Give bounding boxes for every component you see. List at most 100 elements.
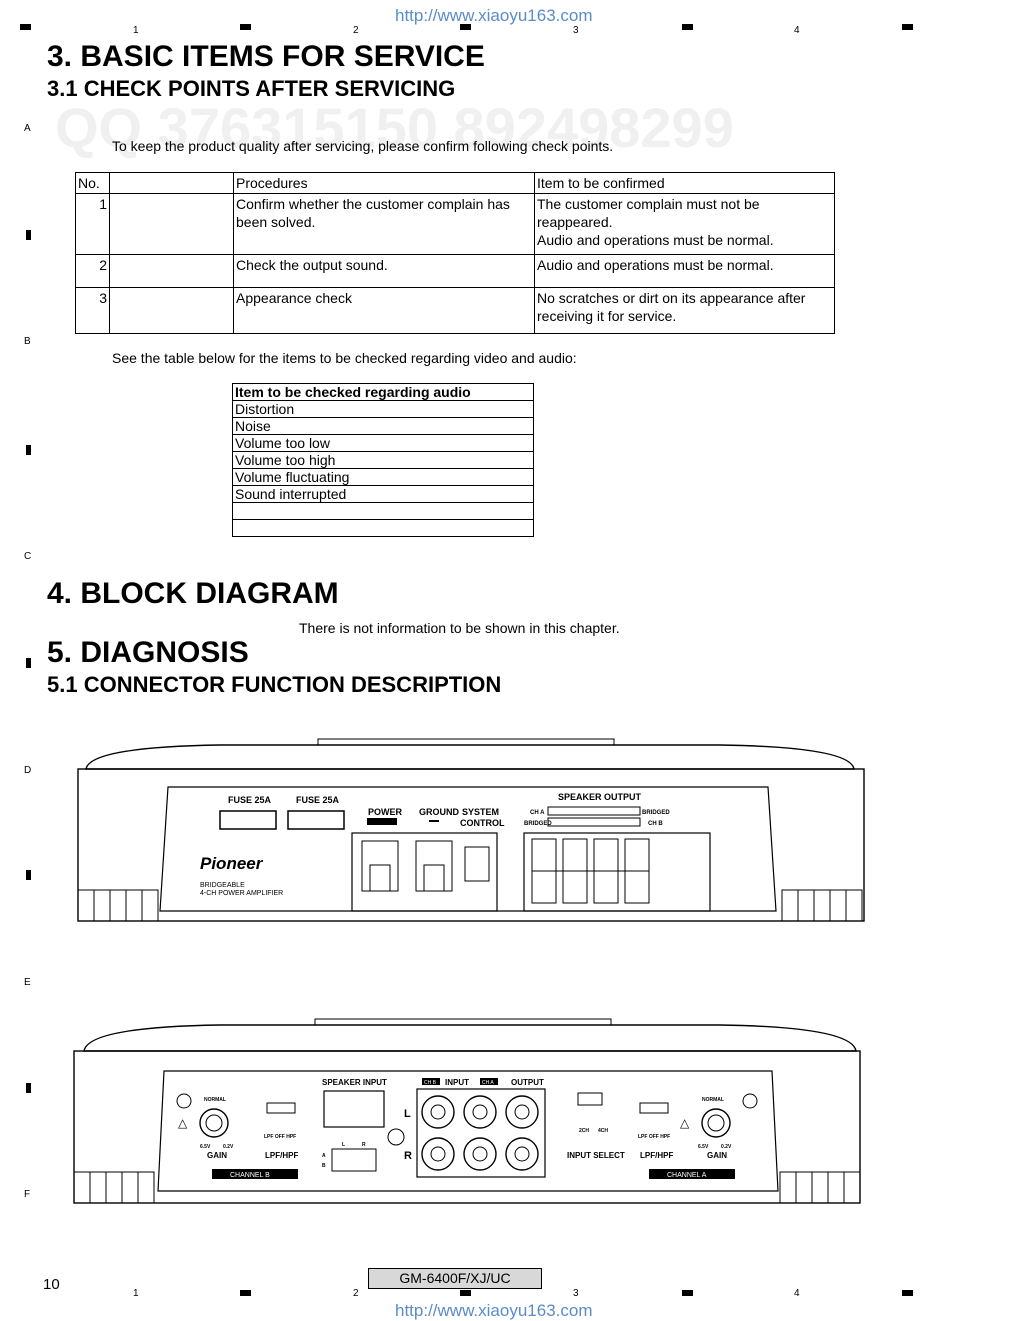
amp-foot-left (73, 1171, 155, 1204)
section-5-1-title: 5.1 CONNECTOR FUNCTION DESCRIPTION (47, 672, 502, 697)
ruler-col-1: 1 (133, 1288, 139, 1299)
corner-mark (902, 24, 913, 30)
speaker-input-connector (323, 1090, 385, 1128)
ch-b-tag (422, 1078, 440, 1085)
system-control-terminal (464, 846, 490, 882)
cha-label: CH A (530, 810, 545, 816)
b-small-label: B (322, 1163, 326, 1169)
channel-b-badge (212, 1169, 298, 1179)
two-ch-label: 2CH (579, 1128, 589, 1134)
power-label: POWER (368, 807, 403, 817)
power-terminal (361, 840, 399, 892)
l-channel-label: L (404, 1108, 411, 1120)
lpf-hpf-label-b: LPF/HPF (265, 1151, 298, 1160)
row-blank (109, 287, 234, 334)
polarity-strip-bottom (547, 817, 641, 827)
four-ch-label: 4CH (598, 1128, 608, 1134)
list-item (232, 519, 534, 537)
ruler-mark (682, 1290, 693, 1296)
output-label: OUTPUT (511, 1078, 544, 1087)
amp-foot-right (779, 1171, 861, 1204)
polarity-strip-top (547, 806, 641, 816)
list-item: Volume too low (232, 434, 534, 452)
a-small-label: A (322, 1153, 326, 1159)
power-plus-icon (367, 818, 397, 825)
ch-a-tag-label: CH A (482, 1080, 494, 1086)
row-confirm: No scratches or dirt on its appearance a… (534, 287, 835, 334)
lpf-hpf-label-a: LPF/HPF (640, 1151, 673, 1160)
normal-label-b: NORMAL (204, 1097, 226, 1103)
system-label: SYSTEM (462, 807, 499, 817)
pioneer-logo: Pioneer (200, 854, 264, 873)
table-row: 2 Check the output sound. Audio and oper… (75, 254, 835, 288)
amp-top-lid (314, 1018, 612, 1026)
model-number-box: GM-6400F/XJ/UC (368, 1268, 542, 1289)
amp-body (77, 768, 865, 922)
r-channel-label: R (404, 1150, 412, 1162)
list-item: Distortion (232, 400, 534, 418)
ruler-mark (26, 230, 31, 240)
screw-icon (176, 1093, 192, 1109)
amp-rear-view: NORMAL 6.5V 0.2V GAIN △ LPF OFF HPF LPF/… (73, 1018, 861, 1204)
speaker-output-label: SPEAKER OUTPUT (558, 792, 642, 802)
table-row: 3 Appearance check No scratches or dirt … (75, 287, 835, 334)
watermark-qq: QQ 376315150 892498299 (55, 96, 734, 159)
v1-label-b: 6.5V (200, 1144, 211, 1150)
ruler-mark (682, 24, 693, 30)
r-small-label: R (362, 1142, 366, 1148)
channel-b-label: CHANNEL B (230, 1172, 270, 1179)
bridged-label-left: BRIDGED (524, 821, 552, 827)
lpf-hpf-switch-b (266, 1102, 296, 1114)
header-item-confirmed: Item to be confirmed (534, 172, 835, 194)
ruler-mark (240, 1290, 251, 1296)
list-item: Volume too high (232, 451, 534, 469)
corner-mark (902, 1290, 913, 1296)
ground-label: GROUND (419, 807, 459, 817)
amp-top-edge (85, 744, 855, 770)
ruler-col-2: 2 (353, 1288, 359, 1299)
ruler-mark (460, 1290, 471, 1296)
gain-knob-a (701, 1108, 731, 1138)
chb-label: CH B (648, 821, 663, 827)
fuse-label-2: FUSE 25A (296, 795, 340, 805)
confirm-line: The customer complain must not be reappe… (537, 196, 760, 230)
amp-front-panel (159, 786, 777, 912)
warning-triangle-icon: △ (680, 1116, 690, 1130)
row-procedure: Appearance check (233, 287, 535, 334)
ruler-col-3: 3 (573, 1288, 579, 1299)
ground-terminal (415, 840, 453, 892)
ruler-mark (26, 445, 31, 455)
ruler-row-f: F (24, 1189, 31, 1200)
row-no: 3 (75, 287, 110, 334)
ruler-mark (460, 24, 471, 30)
audio-table-header: Item to be checked regarding audio (232, 383, 534, 401)
see-below-text: See the table below for the items to be … (112, 350, 577, 366)
corner-mark (20, 24, 31, 30)
ruler-col-3: 3 (573, 25, 579, 36)
check-intro: To keep the product quality after servic… (112, 138, 614, 154)
v1-label-a: 6.5V (698, 1144, 709, 1150)
input-select-switch (577, 1092, 603, 1106)
channel-a-badge (649, 1169, 735, 1179)
header-blank (109, 172, 234, 194)
gain-label-b: GAIN (207, 1151, 227, 1160)
model-line-2: 4-CH POWER AMPLIFIER (200, 890, 283, 897)
list-item (232, 502, 534, 520)
section-3-1-title: 3.1 CHECK POINTS AFTER SERVICING (47, 76, 456, 101)
speaker-output-block (523, 832, 711, 912)
lpf-options-a: LPF OFF HPF (638, 1134, 670, 1140)
list-item: Noise (232, 417, 534, 435)
screw-icon (742, 1093, 758, 1109)
gain-knob-b (199, 1108, 229, 1138)
fuse-1 (219, 810, 277, 830)
ruler-row-e: E (24, 977, 31, 988)
amp-top-edge (83, 1024, 857, 1052)
channel-a-label: CHANNEL A (667, 1172, 707, 1179)
power-terminal-block (351, 832, 498, 912)
speaker-input-label: SPEAKER INPUT (322, 1078, 387, 1087)
speaker-terminals (531, 838, 650, 904)
ground-minus-icon (429, 820, 439, 822)
control-label: CONTROL (460, 818, 505, 828)
ruler-row-c: C (24, 551, 32, 562)
row-blank (109, 193, 234, 255)
